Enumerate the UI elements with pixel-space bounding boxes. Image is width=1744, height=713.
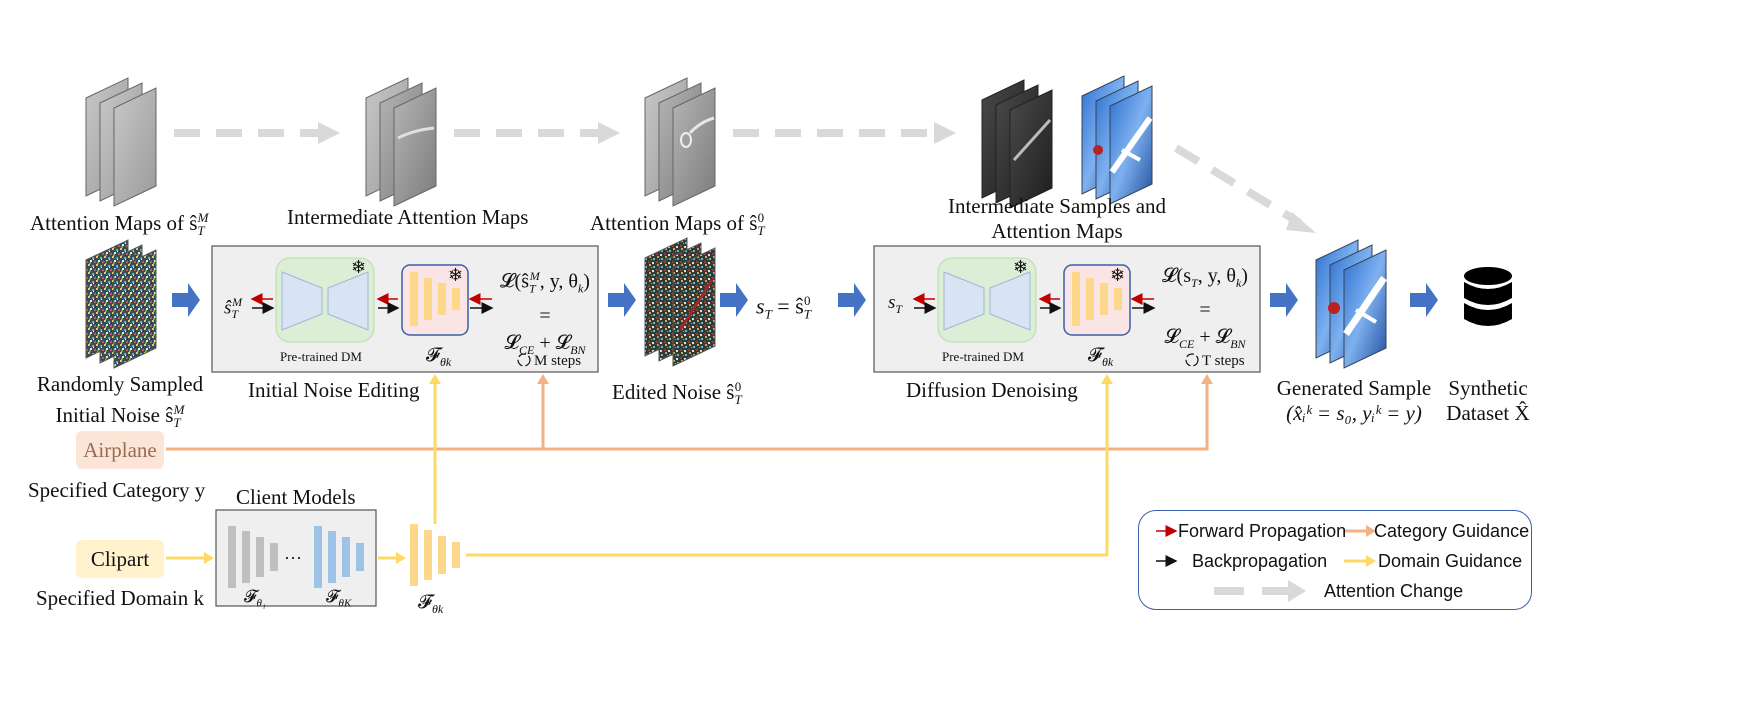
legend-category: Category Guidance [1374,521,1530,541]
legend-domain: Domain Guidance [1378,551,1523,571]
edited-noise-label: Edited Noise ŝT0 [612,379,742,408]
diffusion-denoising-label: Diffusion Denoising [906,378,1078,402]
synthetic-dataset-label: Synthetic Dataset X̂ [1446,376,1530,425]
frozen-icon: ❄ [1013,257,1028,277]
intermediate-attention-label: Intermediate Attention Maps [287,205,529,229]
clipart-tag: Clipart [76,540,164,578]
box1-f-label: 𝓕θk [426,345,452,369]
box2-loss: 𝓛(sT, y, θk) = 𝓛CE + 𝓛BN [1162,265,1248,351]
frozen-icon: ❄ [351,257,366,277]
generated-sample-label: Generated Sample (x̂ᵢᵏ = s₀, yᵢᵏ = y) [1276,376,1432,425]
box1-loss: 𝓛(ŝTM, y, θk) = 𝓛CE + 𝓛BN [500,269,590,357]
intermediate-samples-stack [981,75,1153,209]
initial-noise-editing-box: ❄ ❄ [211,245,599,373]
generated-sample-stack [1315,239,1387,369]
legend-symbols [1156,525,1376,602]
frozen-icon: ❄ [448,265,463,285]
box2-input-label: sT [888,292,903,316]
loop-icon [517,353,531,367]
client-models-label: Client Models [236,485,356,509]
airplane-tag: Airplane [76,431,164,469]
legend-forward: Forward Propagation [1178,521,1347,541]
client-model-fk-1 [401,264,469,336]
client-dots: ··· [284,548,302,568]
loop-icon [1185,353,1199,367]
client-models-box [215,509,377,607]
legend-box [1138,510,1532,610]
client-fk-label: 𝓕θk [418,592,444,616]
random-noise-label: Randomly Sampled Initial Noise ŝTM [36,372,204,431]
category-guidance-lines [166,374,1213,451]
client-f1-label: 𝓕θ₁ [244,587,266,610]
random-noise-stack [85,239,157,369]
initial-noise-editing-label: Initial Noise Editing [248,378,420,402]
specified-category-label: Specified Category y [28,478,206,502]
domain-guidance-lines [166,374,1113,564]
diffusion-denoising-box: ❄ ❄ [873,245,1261,373]
attention-maps-start-label: Attention Maps of ŝTM [30,210,209,239]
intermediate-samples-label: Intermediate Samples and Attention Maps [947,194,1167,243]
attention-maps-start-stack [85,77,157,207]
box1-dm-label: Pre-trained DM [280,349,362,364]
box2-steps: T steps [1202,353,1245,369]
attention-change-arrows [174,122,1316,233]
selected-client-model [410,524,460,586]
client-model-fk-2 [1063,264,1131,336]
frozen-icon: ❄ [1110,265,1125,285]
specified-domain-label: Specified Domain k [36,586,204,610]
edited-noise-stack [644,237,716,367]
box2-dm-label: Pre-trained DM [942,349,1024,364]
box2-f-label: 𝓕θk [1088,345,1114,369]
legend-back: Backpropagation [1192,551,1328,571]
attention-maps-end-label: Attention Maps of ŝT0 [590,210,765,239]
intermediate-attention-stack [365,77,437,207]
st-equals-label: sT = ŝT0 [756,293,811,322]
database-icon [1464,267,1512,326]
box1-steps: M steps [534,353,582,369]
client-fK-label: 𝓕θK [326,587,352,610]
legend-attention: Attention Change [1324,581,1464,601]
flow-arrows [172,283,1438,317]
attention-maps-end-stack [644,77,716,207]
box1-input-label: ŝTM [224,295,243,322]
